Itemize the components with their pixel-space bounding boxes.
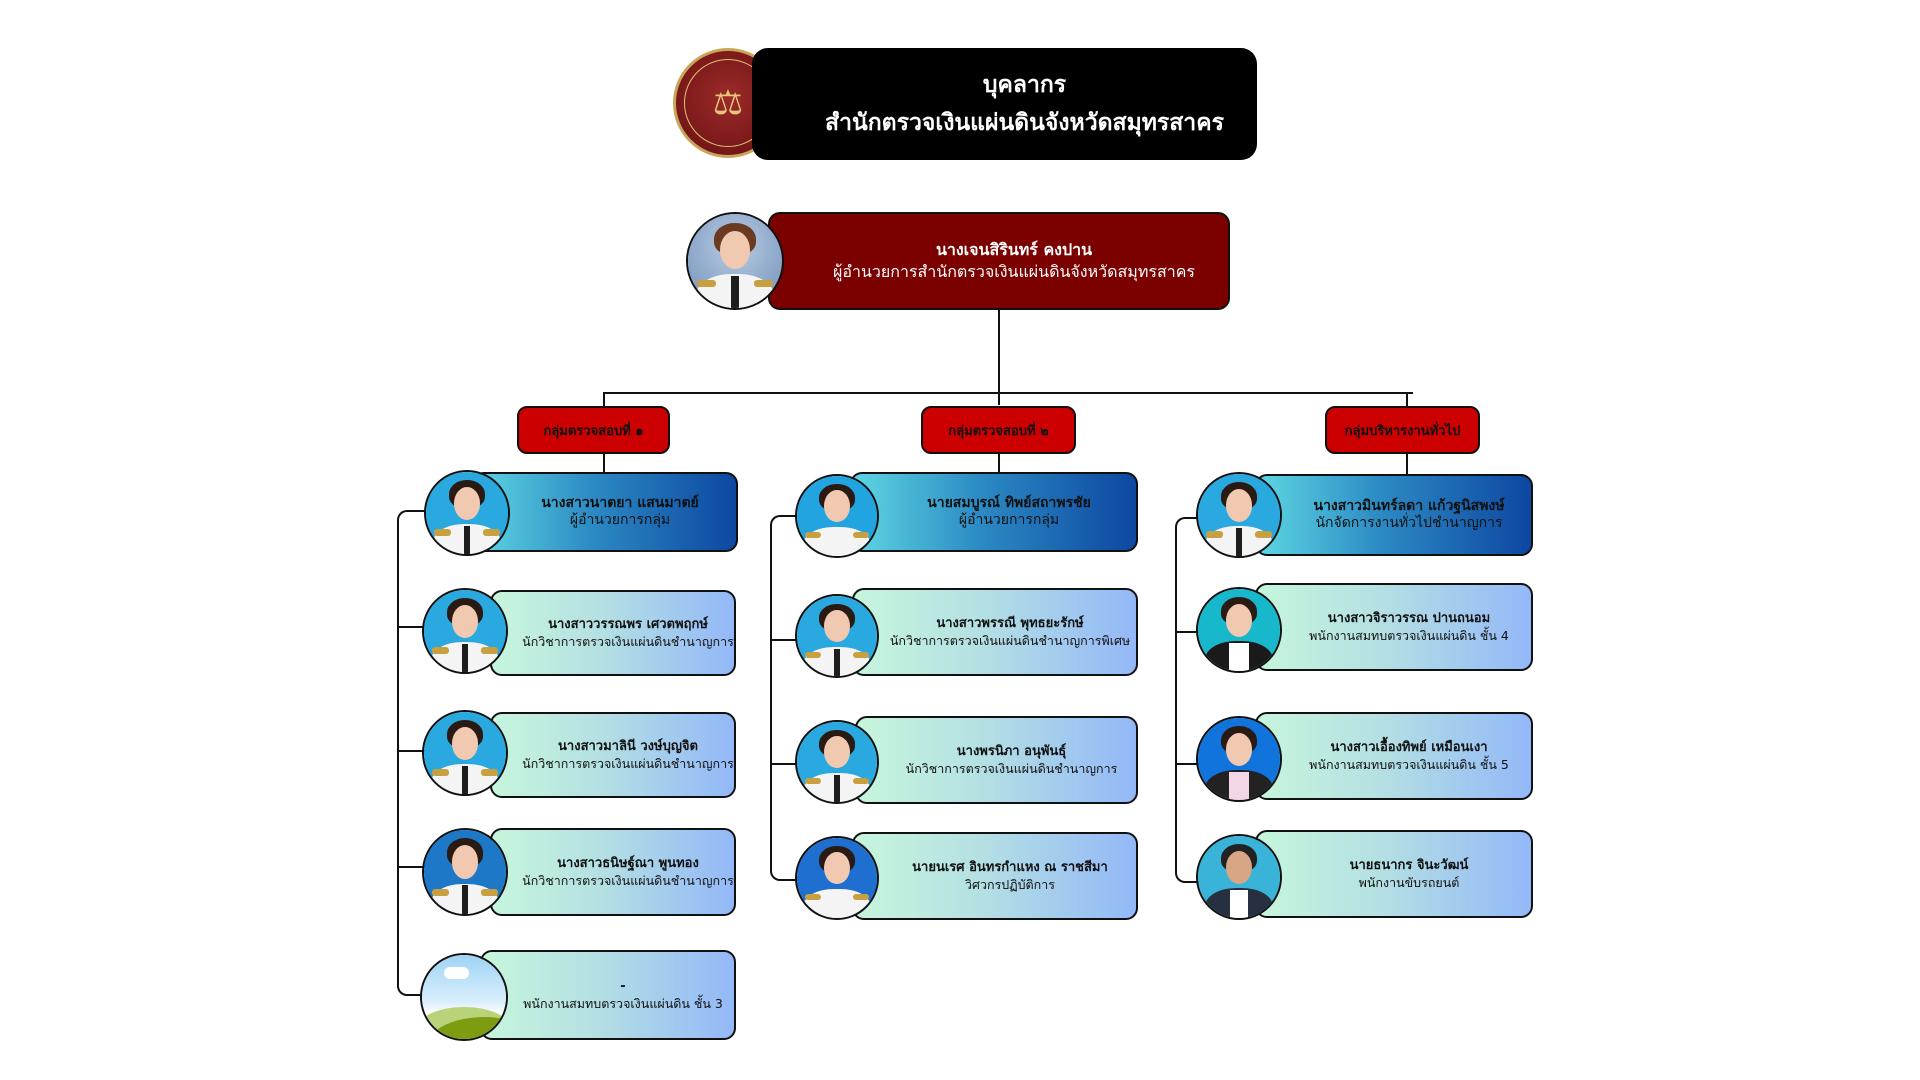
member-position: นักจัดการงานทั่วไปชำนาญการ [1315,515,1503,531]
connector-line [397,626,425,628]
member-name: นางสาวจิราวรรณ ปานถนอม [1327,611,1491,626]
member-name: - [620,979,626,994]
member-position: นักวิชาการตรวจเงินแผ่นดินชำนาญการ [905,761,1118,776]
member-name: นางสาววรรณพร เศวตพฤกษ์ [548,617,708,632]
member-position: พนักงานขับรถยนต์ [1358,875,1460,890]
member-position: ผู้อำนวยการกลุ่ม [569,512,671,528]
member-position: นักวิชาการตรวจเงินแผ่นดินชำนาญการ [522,756,734,771]
scales-of-justice-icon: ⚖ [684,59,772,147]
group-2-rail [770,515,802,881]
member-card: นางสาวมินทร์ลดา แก้วฐนิสพงษ์ นักจัดการงา… [1255,474,1533,556]
member-avatar [1196,834,1282,920]
connector-line [998,310,1000,405]
member-card: นางสาววรรณพร เศวตพฤกษ์ นักวิชาการตรวจเงิ… [490,590,736,676]
member-avatar [422,710,508,796]
member-card: นางสาวมาลินี วงษ์บุญจิต นักวิชาการตรวจเง… [490,712,736,798]
connector-line [1175,763,1205,765]
member-card: นางสาวเอื้องทิพย์ เหมือนเงา พนักงานสมทบต… [1255,712,1533,800]
member-avatar [1196,587,1282,673]
member-avatar [1196,472,1282,558]
member-position: พนักงานสมทบตรวจเงินแผ่นดิน ชั้น 5 [1309,757,1509,772]
member-avatar [422,828,508,916]
connector-line [1175,631,1205,633]
connector-line [1406,392,1408,406]
connector-line [397,866,425,868]
group-header-audit-1: กลุ่มตรวจสอบที่ ๑ [517,406,670,454]
placeholder-image-icon [420,953,508,1041]
member-position: วิศวกรปฏิบัติการ [965,877,1055,892]
member-name: นายสมบูรณ์ ทิพย์สถาพรชัย [927,495,1091,511]
member-position: นักวิชาการตรวจเงินแผ่นดินชำนาญการ [522,634,734,649]
page-title: บุคลากร [982,72,1067,98]
member-card: นายนเรศ อินทรกำแหง ณ ราชสีมา วิศวกรปฏิบั… [852,832,1138,920]
member-position: พนักงานสมทบตรวจเงินแผ่นดิน ชั้น 3 [523,996,723,1011]
director-position: ผู้อำนวยการสำนักตรวจเงินแผ่นดินจังหวัดสม… [832,262,1196,281]
member-name: นางสาวมินทร์ลดา แก้วฐนิสพงษ์ [1313,498,1505,514]
member-card: นางพรนิภา อนุพันธุ์ นักวิชาการตรวจเงินแผ… [855,716,1138,804]
member-name: นางพรนิภา อนุพันธุ์ [956,744,1067,759]
group-header-general-admin: กลุ่มบริหารงานทั่วไป [1325,406,1480,454]
member-avatar [795,474,879,558]
member-position: พนักงานสมทบตรวจเงินแผ่นดิน ชั้น 4 [1309,628,1509,643]
connector-line [397,750,425,752]
page-title-banner: บุคลากร สำนักตรวจเงินแผ่นดินจังหวัดสมุทร… [752,48,1257,160]
member-avatar [422,588,508,674]
member-avatar [795,836,879,920]
group-3-rail [1175,517,1205,883]
member-card: นายสมบูรณ์ ทิพย์สถาพรชัย ผู้อำนวยการกลุ่… [850,472,1138,552]
member-card: นางสาวพรรณี พุทธยะรักษ์ นักวิชาการตรวจเง… [852,588,1138,676]
member-position: นักวิชาการตรวจเงินแผ่นดินชำนาญการ [522,873,734,888]
page-subtitle: สำนักตรวจเงินแผ่นดินจังหวัดสมุทรสาคร [825,110,1224,136]
director-avatar [686,212,784,310]
member-card: - พนักงานสมทบตรวจเงินแผ่นดิน ชั้น 3 [480,950,736,1040]
member-card: นางสาวนาตยา แสนมาตย์ ผู้อำนวยการกลุ่ม [472,472,738,552]
member-card: นางสาวจิราวรรณ ปานถนอม พนักงานสมทบตรวจเง… [1255,583,1533,671]
member-name: นางสาวธนิษฐ์ณา พูนทอง [557,856,699,871]
director-card: นางเจนสิรินทร์ คงปาน ผู้อำนวยการสำนักตรว… [768,212,1230,310]
member-position: ผู้อำนวยการกลุ่ม [958,512,1060,528]
member-avatar [424,470,510,556]
group-header-audit-2: กลุ่มตรวจสอบที่ ๒ [921,406,1076,454]
member-name: นางสาวนาตยา แสนมาตย์ [541,495,699,511]
member-avatar [795,594,879,678]
connector-line [770,639,800,641]
member-position: นักวิชาการตรวจเงินแผ่นดินชำนาญการพิเศษ [889,633,1131,648]
connector-line [603,454,605,472]
member-name: นายนเรศ อินทรกำแหง ณ ราชสีมา [912,860,1108,875]
member-name: นางสาวเอื้องทิพย์ เหมือนเงา [1330,740,1488,755]
connector-line [603,392,1413,394]
connector-line [770,763,800,765]
member-name: นางสาวพรรณี พุทธยะรักษ์ [936,616,1084,631]
member-name: นายธนากร จินะวัฒน์ [1349,858,1469,873]
connector-line [998,454,1000,474]
connector-line [603,392,605,406]
member-avatar [1196,716,1282,802]
director-name: นางเจนสิรินทร์ คงปาน [935,240,1093,259]
member-card: นายธนากร จินะวัฒน์ พนักงานขับรถยนต์ [1255,830,1533,918]
connector-line [1406,454,1408,476]
member-avatar [795,720,879,804]
member-name: นางสาวมาลินี วงษ์บุญจิต [558,739,698,754]
member-card: นางสาวธนิษฐ์ณา พูนทอง นักวิชาการตรวจเงิน… [490,828,736,916]
group-1-rail [397,510,425,996]
